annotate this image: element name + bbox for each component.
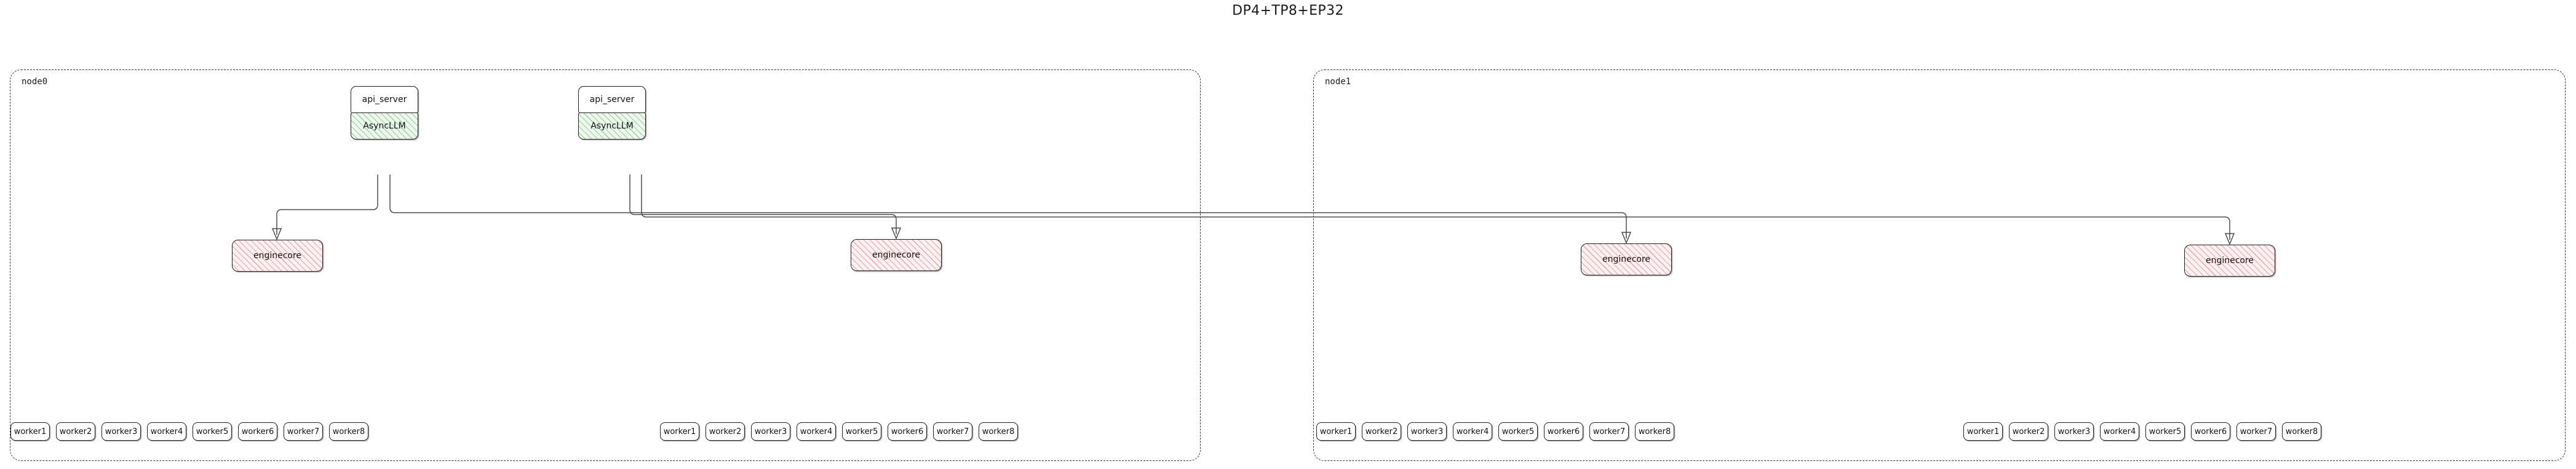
worker-label: worker4 (2103, 427, 2136, 436)
worker-box-node1-g1-3[interactable]: worker3 (2054, 422, 2094, 441)
node-cluster-label-node0: node0 (22, 77, 48, 87)
worker-label: worker3 (2057, 427, 2091, 436)
enginecore-box-node0-0[interactable]: enginecore (232, 240, 323, 272)
worker-box-node0-g0-8[interactable]: worker8 (329, 422, 368, 441)
worker-label: worker1 (1319, 427, 1353, 436)
api-server-label: api_server (362, 95, 407, 104)
worker-box-node1-g1-2[interactable]: worker2 (2009, 422, 2048, 441)
page-title: DP4+TP8+EP32 (1232, 3, 1344, 18)
worker-label: worker8 (332, 427, 365, 436)
enginecore-label: enginecore (253, 251, 302, 261)
worker-label: worker2 (1365, 427, 1398, 436)
worker-label: worker2 (59, 427, 92, 436)
worker-box-node1-g0-8[interactable]: worker8 (1635, 422, 1674, 441)
worker-label: worker6 (2194, 427, 2227, 436)
worker-label: worker4 (1456, 427, 1489, 436)
node-cluster-node0: node0 (10, 69, 1201, 461)
enginecore-box-node0-1[interactable]: enginecore (851, 239, 942, 271)
worker-label: worker7 (2240, 427, 2273, 436)
worker-box-node1-g1-5[interactable]: worker5 (2145, 422, 2185, 441)
worker-label: worker8 (2285, 427, 2318, 436)
worker-label: worker4 (800, 427, 833, 436)
worker-label: worker4 (150, 427, 183, 436)
worker-label: worker5 (845, 427, 878, 436)
api-server-box-node0-1[interactable]: api_server (578, 86, 646, 113)
worker-label: worker2 (709, 427, 742, 436)
api-server-label: api_server (589, 95, 635, 104)
worker-box-node0-g0-6[interactable]: worker6 (238, 422, 277, 441)
worker-label: worker6 (1547, 427, 1580, 436)
worker-box-node1-g0-3[interactable]: worker3 (1407, 422, 1447, 441)
worker-box-node0-g0-5[interactable]: worker5 (193, 422, 232, 441)
worker-label: worker2 (2012, 427, 2045, 436)
enginecore-label: enginecore (872, 250, 921, 260)
worker-label: worker8 (982, 427, 1015, 436)
worker-label: worker1 (14, 427, 47, 436)
worker-label: worker3 (754, 427, 787, 436)
async-llm-box-node0-0[interactable]: AsyncLLM (351, 112, 418, 140)
worker-box-node0-g0-4[interactable]: worker4 (147, 422, 186, 441)
worker-label: worker6 (891, 427, 924, 436)
worker-label: worker7 (936, 427, 969, 436)
enginecore-label: enginecore (2205, 256, 2254, 266)
worker-label: worker1 (1966, 427, 2000, 436)
worker-label: worker5 (2149, 427, 2182, 436)
worker-box-node1-g0-6[interactable]: worker6 (1544, 422, 1583, 441)
worker-box-node1-g0-4[interactable]: worker4 (1453, 422, 1492, 441)
node-cluster-label-node1: node1 (1325, 77, 1351, 87)
worker-box-node1-g0-1[interactable]: worker1 (1316, 422, 1356, 441)
node-cluster-node1: node1 (1313, 69, 2566, 461)
worker-box-node0-g1-1[interactable]: worker1 (660, 422, 699, 441)
enginecore-box-node1-1[interactable]: enginecore (2184, 245, 2275, 277)
worker-label: worker5 (1501, 427, 1535, 436)
worker-label: worker6 (241, 427, 274, 436)
worker-box-node0-g1-2[interactable]: worker2 (706, 422, 745, 441)
worker-box-node1-g1-4[interactable]: worker4 (2100, 422, 2139, 441)
enginecore-box-node1-0[interactable]: enginecore (1581, 243, 1672, 275)
worker-box-node0-g1-7[interactable]: worker7 (933, 422, 972, 441)
worker-box-node0-g1-4[interactable]: worker4 (797, 422, 836, 441)
worker-box-node0-g1-5[interactable]: worker5 (842, 422, 881, 441)
worker-label: worker1 (663, 427, 696, 436)
api-server-box-node0-0[interactable]: api_server (351, 86, 418, 113)
worker-box-node1-g1-7[interactable]: worker7 (2236, 422, 2276, 441)
worker-box-node0-g0-7[interactable]: worker7 (284, 422, 323, 441)
worker-box-node0-g0-3[interactable]: worker3 (101, 422, 141, 441)
worker-box-node1-g1-1[interactable]: worker1 (1963, 422, 2003, 441)
async-llm-box-node0-1[interactable]: AsyncLLM (578, 112, 646, 140)
async-llm-label: AsyncLLM (363, 121, 406, 131)
enginecore-label: enginecore (1602, 254, 1651, 264)
worker-box-node0-g0-2[interactable]: worker2 (56, 422, 95, 441)
worker-label: worker5 (196, 427, 229, 436)
worker-box-node1-g1-6[interactable]: worker6 (2191, 422, 2230, 441)
worker-box-node1-g0-2[interactable]: worker2 (1362, 422, 1401, 441)
worker-label: worker3 (1410, 427, 1444, 436)
worker-label: worker7 (1592, 427, 1626, 436)
worker-label: worker3 (105, 427, 138, 436)
worker-label: worker7 (287, 427, 320, 436)
worker-box-node0-g0-1[interactable]: worker1 (10, 422, 50, 441)
worker-box-node0-g1-6[interactable]: worker6 (888, 422, 927, 441)
worker-box-node0-g1-3[interactable]: worker3 (751, 422, 790, 441)
worker-box-node0-g1-8[interactable]: worker8 (979, 422, 1018, 441)
async-llm-label: AsyncLLM (590, 121, 634, 131)
worker-box-node1-g0-7[interactable]: worker7 (1589, 422, 1629, 441)
worker-box-node1-g1-8[interactable]: worker8 (2282, 422, 2321, 441)
worker-label: worker8 (1638, 427, 1671, 436)
worker-box-node1-g0-5[interactable]: worker5 (1498, 422, 1538, 441)
